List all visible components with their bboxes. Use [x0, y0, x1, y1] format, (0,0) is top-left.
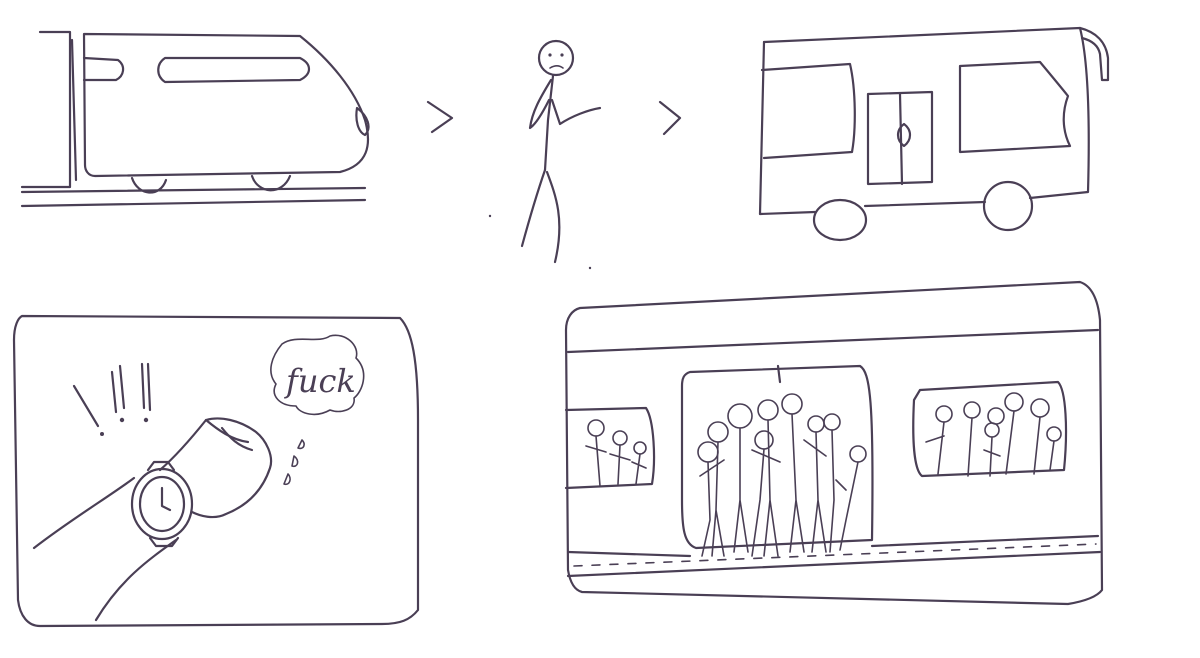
stray-mark: [588, 266, 592, 270]
stray-mark: [488, 214, 492, 218]
stick-figure-icon: [520, 39, 602, 264]
speech-bubble-text: fuck: [284, 362, 356, 400]
crowded-bus-icon: [564, 280, 1104, 606]
window-passengers-left: [585, 419, 647, 487]
window-passengers-right: [925, 392, 1062, 477]
wristwatch-panel: fuck: [12, 314, 420, 628]
crowd-figures: [697, 393, 867, 557]
chevron-right-icon: [658, 100, 682, 136]
wristwatch-icon: [32, 417, 273, 622]
exclamation-marks-icon: [72, 362, 152, 436]
train-icon: [20, 30, 370, 208]
chevron-right-icon: [426, 100, 454, 134]
bus-icon: [758, 26, 1110, 242]
speech-bubble: fuck: [270, 334, 365, 486]
